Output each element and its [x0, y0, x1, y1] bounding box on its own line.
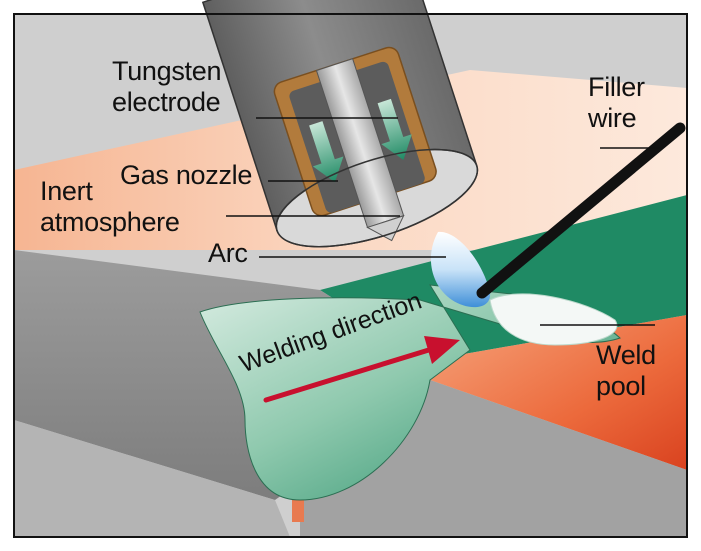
- welding-direction-arrow: [263, 336, 460, 403]
- filler-label-line1: Filler: [588, 72, 645, 102]
- diagram-frame: [13, 13, 688, 538]
- heated-zone: [430, 315, 687, 470]
- filler-label-line2: wire: [588, 103, 637, 133]
- workpiece-front-face: [14, 420, 290, 537]
- inert-label-line1: Inert: [40, 176, 93, 206]
- filler-wire: [476, 122, 686, 299]
- weld-label-line1: Weld: [596, 340, 656, 370]
- tungsten-label-line2: electrode: [112, 87, 221, 117]
- arc-label: Arc: [208, 238, 248, 269]
- inert-label-line2: atmosphere: [40, 207, 180, 237]
- gas-nozzle-body: [201, 0, 479, 248]
- weld-pool-label: Weld pool: [596, 340, 656, 402]
- arc-shape: [430, 231, 491, 308]
- gas-nozzle-label-text: Gas nozzle: [120, 160, 253, 190]
- weld-label-line2: pool: [596, 371, 646, 401]
- penetration-tip: [292, 498, 304, 522]
- gas-nozzle-label: Gas nozzle: [120, 160, 252, 191]
- arc-label-text: Arc: [208, 238, 248, 268]
- weld-bead: [199, 284, 621, 501]
- tungsten-electrode-label: Tungsten electrode: [112, 56, 221, 118]
- inert-atmosphere-label: Inert atmosphere: [40, 176, 180, 238]
- filler-wire-label: Filler wire: [588, 72, 645, 134]
- tungsten-label-line1: Tungsten: [112, 56, 222, 86]
- weld-pool-shape: [489, 293, 618, 346]
